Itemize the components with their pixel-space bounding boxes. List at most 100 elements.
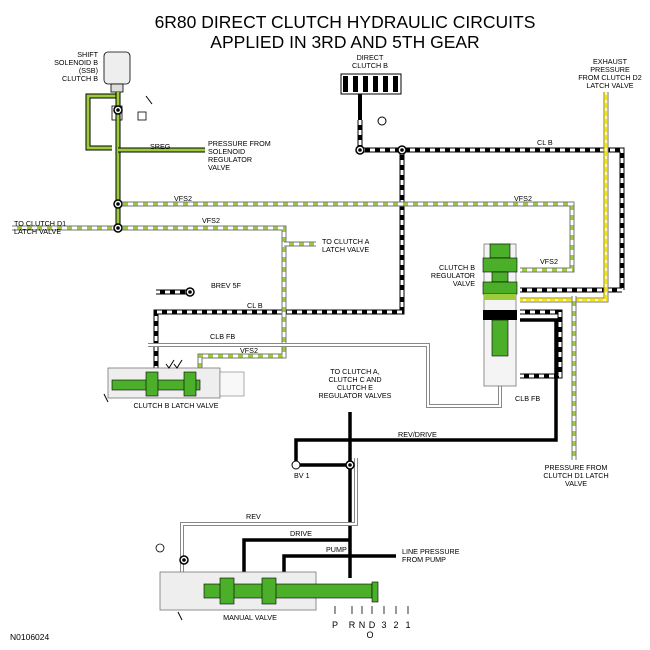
junction-dot-center	[348, 463, 352, 467]
shift-solenoid-label-3: (SSB)	[79, 66, 98, 75]
to-clutch-ace-label-4: REGULATOR VALVES	[319, 391, 392, 400]
vfs2-lower-line-outer	[118, 225, 287, 372]
junction-dot-center	[400, 148, 404, 152]
manual-valve-land-1	[219, 577, 235, 605]
gear-position-3: 3	[381, 620, 386, 630]
drive-label: DRIVE	[290, 529, 312, 538]
clb-to-latch-line	[153, 292, 405, 370]
regulator-stem-1	[491, 271, 509, 283]
line-pressure-label-1: LINE PRESSURE	[402, 547, 460, 556]
latch-check-mark-2	[173, 359, 183, 369]
clutch-b-latch-valve-label: CLUTCH B LATCH VALVE	[133, 401, 218, 410]
regulator-spring-end	[491, 319, 509, 357]
junction-dot-center	[358, 148, 362, 152]
junction-dot-center	[188, 290, 192, 294]
diagram-title-line1: 6R80 DIRECT CLUTCH HYDRAULIC CIRCUITS	[155, 12, 536, 32]
clb-feedback-loop-dash	[520, 310, 562, 378]
regulator-land-1	[482, 257, 518, 273]
clutch-plate	[363, 76, 368, 92]
solenoid-exhaust-arrow	[145, 95, 153, 105]
to-clutch-ace-label-1: TO CLUTCH A,	[330, 367, 379, 376]
vfs2-label-c: VFS2	[202, 216, 220, 225]
direct-clutch-b: DIRECT CLUTCH B	[340, 53, 402, 126]
clbfb-line	[148, 343, 502, 408]
rev-drive-line	[294, 318, 558, 465]
shift-solenoid-b: SHIFT SOLENOID B (SSB) CLUTCH B	[54, 50, 153, 121]
clutch-plate	[383, 76, 388, 92]
manual-valve-exhaust-arrow	[177, 611, 183, 621]
gear-position-R: R	[349, 620, 356, 630]
gear-position-N: N	[359, 620, 366, 630]
regulator-signal	[484, 294, 516, 300]
clbfb-bottom-label: CLB FB	[515, 394, 540, 403]
clbfb-top-label: CLB FB	[210, 332, 235, 341]
figure-code: N0106024	[10, 632, 50, 642]
gear-position-P: P	[332, 620, 338, 630]
regulator-cap	[489, 243, 511, 259]
latch-land-1	[145, 371, 159, 397]
pump-line-outer	[282, 554, 396, 578]
line-pressure-label-2: FROM PUMP	[402, 555, 446, 564]
gear-position-D: D	[369, 620, 376, 630]
exhaust-pressure-label-4: LATCH VALVE	[586, 81, 633, 90]
junction-dot-center	[116, 226, 120, 230]
shift-solenoid-label-1: SHIFT	[77, 50, 98, 59]
to-clutch-ace-label-2: CLUTCH C AND	[328, 375, 381, 384]
regulator-land-2	[482, 281, 518, 295]
shift-solenoid-label-4: CLUTCH B	[62, 74, 98, 83]
rev-line-outer	[180, 458, 358, 578]
drive-horizontal-line	[242, 538, 350, 578]
pressure-from-solenoid-label-2: SOLENOID	[208, 147, 245, 156]
rev-drive-label: REV/DRIVE	[398, 430, 437, 439]
clutch-plate	[373, 76, 378, 92]
exhaust-pressure-line-dash	[520, 92, 607, 301]
latch-exhaust-arrow	[103, 393, 109, 403]
clutch-pack	[340, 73, 402, 95]
vfs2-top-line-fill	[118, 202, 574, 272]
clbfb-line-inner	[148, 344, 501, 407]
drive-horizontal-line-outer	[242, 538, 350, 578]
manual-valve	[155, 460, 379, 621]
direct-clutch-label-1: DIRECT	[357, 53, 384, 62]
vfs2-lower-line-fill	[118, 226, 286, 372]
pump-line	[282, 554, 396, 578]
clb-mid-label: CL B	[247, 301, 263, 310]
vfs2-label-d: VFS2	[540, 257, 558, 266]
brev5f-label: BREV 5F	[211, 281, 242, 290]
exhaust-pressure-label-2: PRESSURE	[590, 65, 630, 74]
to-clutch-a-label-2: LATCH VALVE	[322, 245, 369, 254]
vfs2-top-line	[118, 201, 575, 273]
pressure-from-solenoid-label-4: VALVE	[208, 163, 230, 172]
gear-position-1: 1	[405, 620, 410, 630]
clb-top-label: CL B	[537, 138, 553, 147]
manual-valve-label: MANUAL VALVE	[223, 613, 277, 622]
latch-land-2	[183, 371, 197, 397]
vfs2-lower-line-dash	[118, 226, 286, 372]
rev-line	[180, 458, 358, 578]
manual-valve-detent	[371, 581, 379, 603]
to-clutch-d1-label-1: TO CLUTCH D1	[14, 219, 66, 228]
clutch-b-regulator-valve	[482, 243, 518, 387]
vfs2-label-b: VFS2	[514, 194, 532, 203]
pressure-from-d1-label-2: CLUTCH D1 LATCH	[543, 471, 608, 480]
rev-label: REV	[246, 512, 261, 521]
exhaust-pressure-label-1: EXHAUST	[593, 57, 628, 66]
shift-solenoid-label-2: SOLENOID B	[54, 58, 98, 67]
solenoid-orifice	[137, 111, 147, 121]
junction-dot-center	[116, 108, 120, 112]
exhaust-pressure-label-3: FROM CLUTCH D2	[578, 73, 642, 82]
bv1-label: BV 1	[294, 471, 310, 480]
sreg-label: SREG	[150, 142, 171, 151]
vfs2-lower-line	[118, 225, 287, 372]
clb-main-line-dash	[358, 120, 624, 290]
clutch-check-ball	[377, 116, 387, 126]
rev-drive-line-outer	[294, 318, 558, 465]
direct-clutch-label-2: CLUTCH B	[352, 61, 388, 70]
latch-spring-cap	[219, 371, 245, 397]
manual-valve-land-2	[261, 577, 277, 605]
solenoid-neck	[110, 83, 124, 93]
clutch-b-regulator-label-1: CLUTCH B	[439, 263, 475, 272]
solenoid-body	[103, 51, 131, 85]
clb-to-latch-line-dash	[154, 292, 404, 370]
junction-dot-center	[116, 202, 120, 206]
